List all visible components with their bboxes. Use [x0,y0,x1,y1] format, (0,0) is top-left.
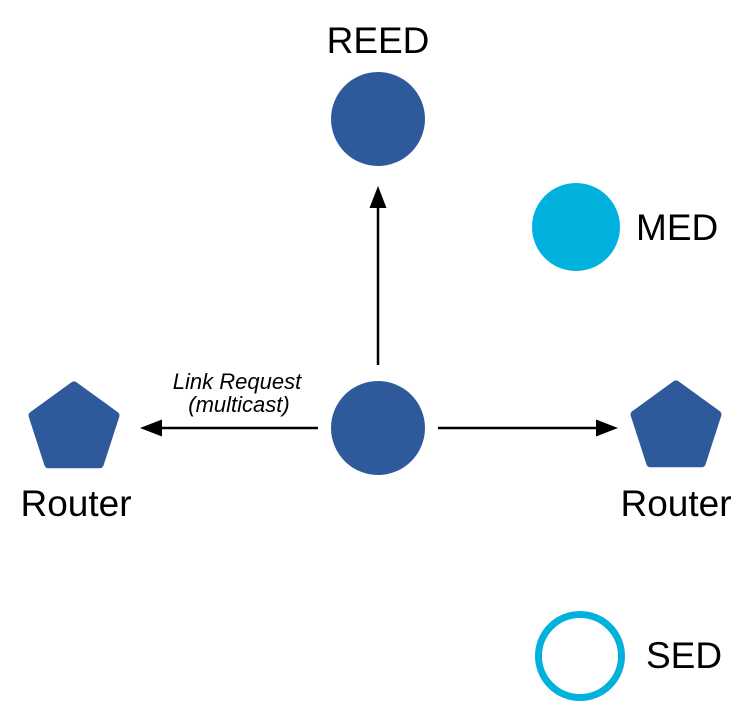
reed-label: REED [327,20,430,61]
router-right-pentagon [630,380,722,468]
arrow-to-left-router-head [140,419,162,437]
arrow-to-reed [369,186,387,365]
med-label: MED [636,207,718,248]
router-left-label: Router [20,483,131,524]
router-left-pentagon [28,381,120,469]
sed-label: SED [646,635,722,676]
arrow-to-reed-head [369,186,387,208]
arrow-to-right-router-head [596,419,618,437]
center-device-circle [331,381,425,475]
arrow-to-left-router [140,419,318,437]
link-request-annotation-line1: Link Request [173,369,302,394]
med-node-circle [532,183,620,271]
reed-node-circle [331,72,425,166]
sed-node-circle [535,611,625,701]
arrow-to-right-router [438,419,618,437]
link-request-annotation-line2: (multicast) [188,392,289,417]
router-right-label: Router [620,483,731,524]
